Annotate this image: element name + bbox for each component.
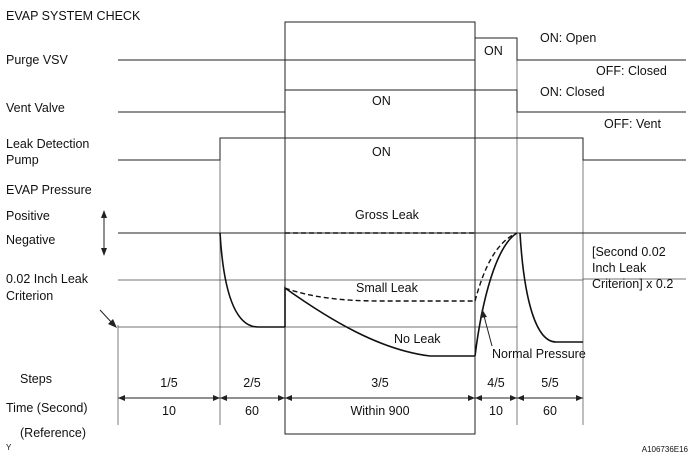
purge-vsv-off-state: OFF: Closed (596, 64, 667, 78)
step-3-box (284, 21, 476, 435)
time-label: Time (Second) (6, 401, 88, 415)
step-2-label: 2/5 (243, 376, 260, 390)
step2-pressure-curve (219, 232, 285, 328)
arrow-left-icon (475, 395, 482, 401)
time-step-4: 10 (489, 404, 503, 418)
second-criterion-line3: Criterion] x 0.2 (592, 277, 673, 291)
pressure-positive-label: Positive (6, 209, 50, 223)
step-1-label: 1/5 (160, 376, 177, 390)
leak-pump-label-line1: Leak Detection (6, 137, 89, 151)
time-reference: (Reference) (20, 426, 86, 440)
second-criterion-line1: [Second 0.02 (592, 245, 666, 259)
steps-label: Steps (20, 372, 52, 386)
criterion-label-line1: 0.02 Inch Leak (6, 272, 89, 286)
corner-mark: Y (6, 443, 12, 452)
normal-pressure-pointer (483, 315, 493, 347)
step-3-label: 3/5 (371, 376, 388, 390)
arrow-right-icon (213, 395, 220, 401)
diagram-title: EVAP SYSTEM CHECK (6, 9, 141, 23)
leak-pump-on-text: ON (372, 145, 391, 159)
small-leak-label: Small Leak (356, 281, 419, 295)
time-arrows (118, 395, 583, 401)
vent-valve-off-state: OFF: Vent (604, 117, 661, 131)
vent-valve-on-text: ON (372, 94, 391, 108)
step-4-label: 4/5 (487, 376, 504, 390)
purge-vsv-on-text: ON (484, 44, 503, 58)
leak-pump-signal (118, 137, 686, 161)
arrow-right-icon (510, 395, 517, 401)
step5-pressure-curve (519, 232, 583, 343)
arrow-right-icon (278, 395, 285, 401)
time-step-1: 10 (162, 404, 176, 418)
pressure-negative-label: Negative (6, 233, 55, 247)
vent-valve-on-state: ON: Closed (540, 85, 605, 99)
normal-pressure-label: Normal Pressure (492, 347, 586, 361)
no-leak-label: No Leak (394, 332, 441, 346)
evap-pressure-label: EVAP Pressure (6, 183, 92, 197)
step4-recovery-solid (474, 232, 518, 357)
gross-leak-label: Gross Leak (355, 208, 420, 222)
purge-vsv-on-state: ON: Open (540, 31, 596, 45)
arrow-right-icon (576, 395, 583, 401)
purge-vsv-signal (118, 37, 686, 61)
leak-pump-label-line2: Pump (6, 153, 39, 167)
purge-vsv-label: Purge VSV (6, 53, 69, 67)
vent-valve-signal (118, 89, 686, 113)
no-leak-curve (284, 286, 475, 357)
small-leak-curve (284, 287, 475, 302)
arrow-right-icon (468, 395, 475, 401)
criterion-label-line2: Criterion (6, 289, 53, 303)
figure-id: A106736E16 (642, 445, 689, 454)
arrow-left-icon (118, 395, 125, 401)
criterion-pointer-arrow-icon (108, 319, 117, 328)
normal-pressure-arrow-icon (480, 309, 487, 318)
second-criterion-line2: Inch Leak (592, 261, 647, 275)
arrow-left-icon (220, 395, 227, 401)
time-step-2: 60 (245, 404, 259, 418)
vent-valve-label: Vent Valve (6, 101, 65, 115)
arrow-left-icon (285, 395, 292, 401)
arrow-left-icon (517, 395, 524, 401)
step-5-label: 5/5 (541, 376, 558, 390)
time-step-3: Within 900 (350, 404, 409, 418)
time-step-5: 60 (543, 404, 557, 418)
step4-recovery-dashed (474, 232, 518, 302)
polarity-arrow-up-icon (101, 210, 107, 218)
polarity-arrow-down-icon (101, 248, 107, 256)
